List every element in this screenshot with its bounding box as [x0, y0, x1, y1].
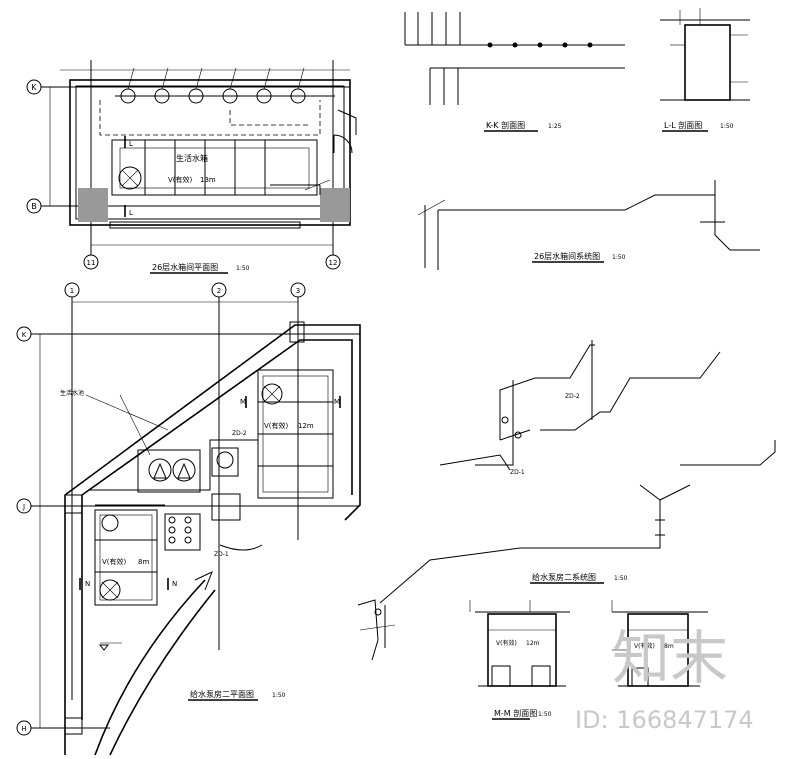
svg-text:1:50: 1:50	[538, 711, 552, 718]
svg-text:1:25: 1:25	[548, 123, 562, 130]
svg-text:ZD-1: ZD-1	[214, 551, 229, 558]
svg-text:K: K	[31, 83, 37, 92]
pump-row	[115, 67, 335, 104]
system-pump-room-2: ZD-1 ZD-2 给水泵房二系统图 1:50	[357, 340, 776, 661]
svg-text:1:50: 1:50	[720, 123, 734, 130]
svg-text:生活水池: 生活水池	[60, 389, 84, 397]
tank-8m: V(有效) 8m	[94, 509, 158, 606]
svg-text:ZD-1: ZD-1	[510, 469, 525, 476]
section-mm: V(有效) 12m M-M 剖面图 1:50	[469, 600, 570, 720]
pump-set	[137, 447, 241, 551]
svg-text:B: B	[31, 202, 37, 211]
axis-bubble-v3: 3	[290, 282, 306, 540]
svg-text:ZD-2: ZD-2	[232, 430, 247, 437]
plan-26f: K B 11 12	[26, 60, 357, 274]
section-ll: L-L 剖面图 1:50	[660, 8, 750, 132]
plan-pump-2-title: 给水泵房二平面图 1:50	[188, 689, 286, 701]
svg-text:N: N	[172, 580, 177, 588]
svg-text:1:50: 1:50	[614, 575, 628, 582]
axis-bubble-11: 11	[83, 60, 99, 270]
svg-text:1: 1	[70, 287, 74, 295]
svg-text:12m: 12m	[526, 640, 540, 647]
svg-text:26层水箱间平面图: 26层水箱间平面图	[152, 262, 218, 272]
svg-text:8m: 8m	[664, 643, 674, 650]
plan-26f-title: 26层水箱间平面图 1:50	[150, 262, 250, 274]
svg-text:1:50: 1:50	[272, 692, 286, 699]
svg-text:1:50: 1:50	[612, 254, 626, 261]
svg-text:V(有效): V(有效)	[264, 421, 289, 430]
svg-text:8m: 8m	[138, 558, 149, 566]
svg-text:V(有效): V(有效)	[102, 557, 127, 566]
svg-text:L-L 剖面图: L-L 剖面图	[664, 120, 702, 130]
svg-text:2: 2	[217, 287, 221, 295]
svg-text:13m: 13m	[200, 176, 216, 184]
plan-pump-room-2: 1 2 3 K J H	[16, 282, 361, 756]
tank-12m: V(有效) 12m	[257, 369, 334, 499]
svg-text:N: N	[85, 580, 90, 588]
axis-bubble-v2: 2	[211, 282, 227, 650]
column-left	[78, 188, 108, 222]
svg-text:给水泵房二系统图: 给水泵房二系统图	[532, 572, 596, 582]
svg-text:12m: 12m	[298, 422, 314, 430]
section-kk: K-K 剖面图 1:25	[404, 12, 625, 132]
axis-bubble-12: 12	[325, 60, 341, 270]
system-26f: 26层水箱间系统图 1:50	[417, 180, 760, 270]
section-nn: V(有效) 8m	[611, 600, 708, 687]
svg-text:V(有效): V(有效)	[168, 175, 193, 184]
svg-text:K: K	[22, 331, 27, 339]
axis-bubble-j: J	[16, 498, 360, 514]
svg-text:L: L	[129, 209, 133, 217]
axis-bubble-v1: 1	[64, 282, 80, 700]
domestic-water-tank: 生活水箱 V(有效) 13m	[111, 139, 318, 196]
svg-text:ZD-2: ZD-2	[565, 393, 580, 400]
svg-text:M: M	[240, 398, 246, 406]
svg-text:M-M 剖面图: M-M 剖面图	[494, 708, 537, 718]
axis-bubble-b: B	[26, 198, 350, 214]
svg-text:V(有效): V(有效)	[634, 642, 655, 650]
watermark-id: ID: 166847174	[575, 706, 754, 734]
svg-text:生活水箱: 生活水箱	[176, 153, 208, 163]
svg-text:V(有效): V(有效)	[496, 639, 517, 647]
svg-text:3: 3	[296, 287, 300, 295]
svg-text:26层水箱间系统图: 26层水箱间系统图	[534, 251, 600, 261]
watermark: 知末 ID: 166847174	[575, 624, 754, 734]
svg-text:11: 11	[87, 259, 96, 267]
svg-text:M: M	[334, 398, 340, 406]
svg-text:1:50: 1:50	[236, 265, 250, 272]
axis-bubble-k: K	[26, 79, 350, 95]
svg-text:K-K 剖面图: K-K 剖面图	[486, 120, 525, 130]
axis-bubble-h: H	[16, 720, 110, 736]
axis-bubble-k2: K	[16, 326, 360, 342]
column-right	[320, 188, 350, 222]
svg-text:给水泵房二平面图: 给水泵房二平面图	[190, 689, 254, 699]
svg-text:12: 12	[329, 259, 338, 267]
svg-text:L: L	[129, 140, 133, 148]
svg-text:H: H	[21, 725, 26, 733]
svg-text:J: J	[22, 503, 25, 511]
watermark-logo: 知末	[612, 624, 728, 692]
